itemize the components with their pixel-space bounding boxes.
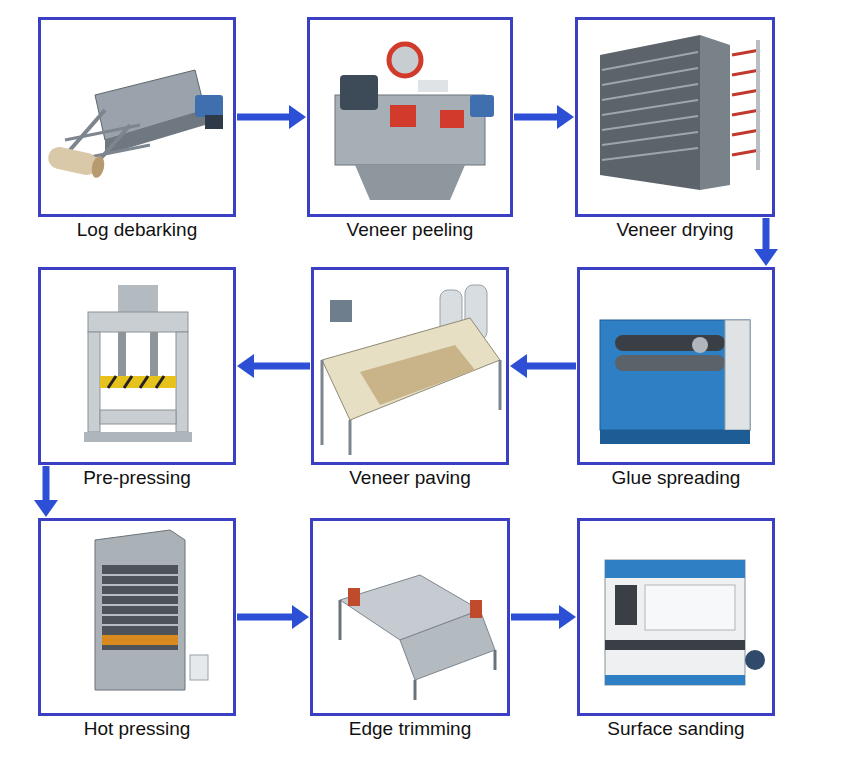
process-box: Veneer paving: [311, 267, 509, 465]
dryer-illustration: [600, 35, 760, 190]
flow-arrow: [754, 218, 778, 266]
step-label: Edge trimming: [349, 718, 472, 741]
process-box: Edge trimming: [310, 518, 510, 716]
flow-arrow: [237, 605, 309, 629]
debarker-illustration: [46, 70, 223, 179]
step-label: Log debarking: [77, 219, 197, 242]
step-label: Surface sanding: [607, 718, 744, 741]
process-box: Hot pressing: [38, 518, 236, 716]
flow-arrow: [510, 354, 576, 378]
process-box: Pre-pressing: [38, 267, 236, 465]
process-box: Veneer drying: [575, 17, 775, 217]
paving-line-illustration: [322, 285, 500, 455]
process-box: Glue spreading: [577, 267, 775, 465]
hot-press-illustration: [95, 530, 208, 690]
process-box: Veneer peeling: [307, 17, 513, 217]
glue-spreader-illustration: [600, 320, 750, 444]
process-box: Surface sanding: [577, 518, 775, 716]
step-label: Veneer peeling: [347, 219, 474, 242]
step-label: Veneer paving: [349, 467, 471, 490]
step-label: Veneer drying: [616, 219, 733, 242]
flow-arrow: [511, 605, 576, 629]
flow-arrow: [514, 105, 574, 129]
peeling-lathe-illustration: [335, 44, 494, 200]
flow-arrow: [34, 466, 58, 517]
flow-arrow: [237, 354, 310, 378]
cold-press-illustration: [84, 285, 192, 442]
step-label: Glue spreading: [612, 467, 741, 490]
step-label: Pre-pressing: [83, 467, 191, 490]
sander-illustration: [605, 560, 765, 685]
process-box: Log debarking: [38, 17, 236, 217]
step-label: Hot pressing: [84, 718, 191, 741]
flow-arrow: [237, 105, 306, 129]
trimming-line-illustration: [340, 575, 495, 700]
